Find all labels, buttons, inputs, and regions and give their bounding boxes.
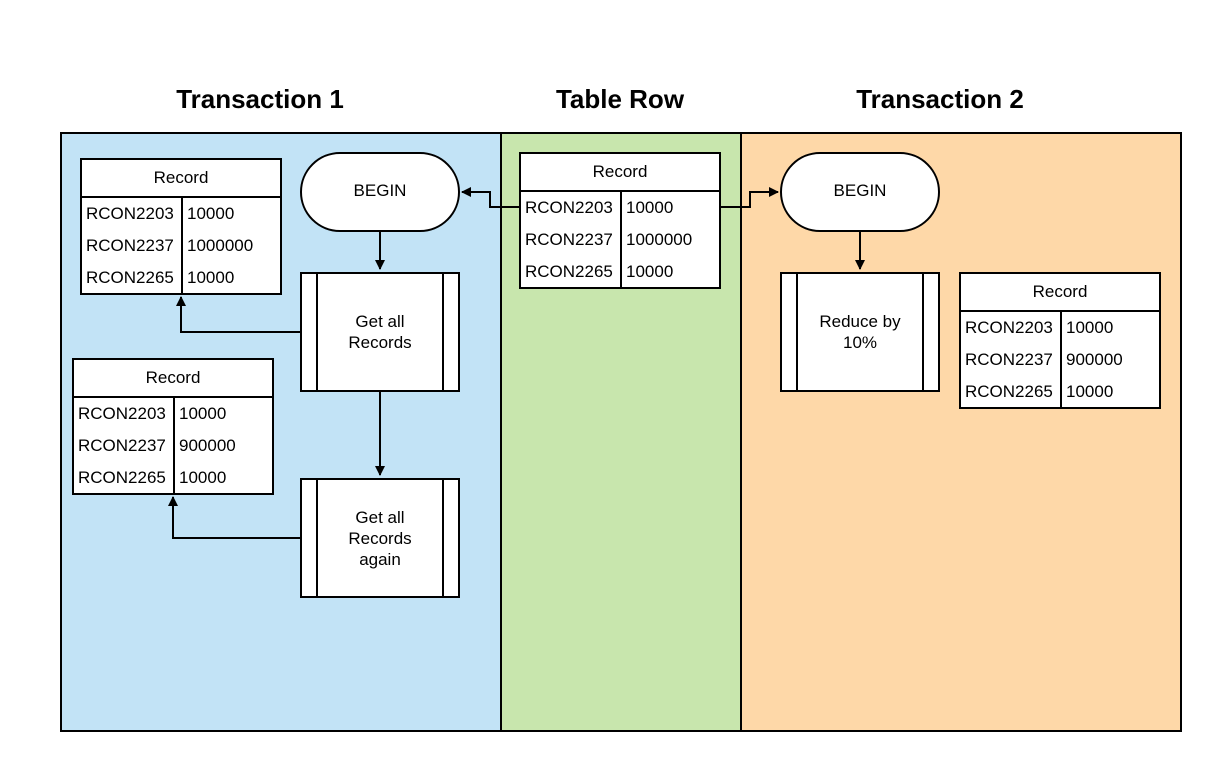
record-value: 10000 — [187, 268, 235, 287]
record-header: Record — [961, 274, 1159, 312]
t1-get-all-records-again-label: Get all Records again — [348, 507, 412, 569]
record-key: RCON2237 — [86, 236, 174, 255]
t1-get-all-records-again-node: Get all Records again — [300, 478, 460, 598]
record-row: RCON2237 1000000 — [521, 224, 719, 256]
record-table-row: Record RCON2203 10000 RCON2237 1000000 RCO… — [519, 152, 721, 289]
record-row: RCON2265 10000 — [961, 376, 1159, 408]
t2-begin-node: BEGIN — [780, 152, 940, 232]
record-row: RCON2203 10000 — [74, 398, 272, 430]
record-row: RCON2237 900000 — [74, 430, 272, 462]
record-key: RCON2265 — [965, 382, 1053, 401]
lane-title-transaction-2: Transaction 2 — [856, 84, 1024, 114]
record-value: 10000 — [1066, 382, 1114, 401]
record-key: RCON2237 — [78, 436, 166, 455]
record-key: RCON2203 — [86, 204, 174, 223]
t1-begin-node: BEGIN — [300, 152, 460, 232]
record-header: Record — [74, 360, 272, 398]
record-key: RCON2237 — [965, 350, 1053, 369]
record-value: 10000 — [179, 468, 227, 487]
record-row: RCON2237 900000 — [961, 344, 1159, 376]
t1-get-all-records-node: Get all Records — [300, 272, 460, 392]
connector-get-again-to-record — [168, 496, 300, 539]
record-table-t2: Record RCON2203 10000 RCON2237 900000 RCON… — [959, 272, 1161, 409]
connector-row-to-t2-begin — [720, 187, 779, 208]
record-row: RCON2203 10000 — [521, 192, 719, 224]
record-key: RCON2203 — [525, 198, 613, 217]
connector-get-all-to-record — [176, 296, 300, 333]
record-value: 10000 — [626, 262, 674, 281]
record-key: RCON2203 — [965, 318, 1053, 337]
record-key: RCON2265 — [525, 262, 613, 281]
record-header: Record — [82, 160, 280, 198]
record-row: RCON2203 10000 — [82, 198, 280, 230]
record-row: RCON2265 10000 — [521, 256, 719, 288]
record-value: 10000 — [179, 404, 227, 423]
record-value: 10000 — [187, 204, 235, 223]
record-key: RCON2265 — [86, 268, 174, 287]
record-row: RCON2265 10000 — [82, 262, 280, 294]
t2-reduce-node: Reduce by 10% — [780, 272, 940, 392]
record-value: 1000000 — [187, 236, 254, 255]
record-row: RCON2265 10000 — [74, 462, 272, 494]
record-value: 10000 — [626, 198, 674, 217]
t2-reduce-label: Reduce by 10% — [819, 312, 901, 352]
connector-row-to-t1-begin — [461, 187, 520, 208]
record-table-t1-first: Record RCON2203 10000 RCON2237 1000000 RCO… — [80, 158, 282, 295]
record-header: Record — [521, 154, 719, 192]
lane-title-transaction-1: Transaction 1 — [176, 84, 344, 114]
record-row: RCON2203 10000 — [961, 312, 1159, 344]
record-key: RCON2265 — [78, 468, 166, 487]
record-value: 900000 — [179, 436, 236, 455]
record-value: 10000 — [1066, 318, 1114, 337]
record-table-t1-second: Record RCON2203 10000 RCON2237 900000 RCON… — [72, 358, 274, 495]
lane-title-table-row: Table Row — [555, 84, 685, 114]
record-key: RCON2203 — [78, 404, 166, 423]
record-value: 1000000 — [626, 230, 693, 249]
record-row: RCON2237 1000000 — [82, 230, 280, 262]
lane-transaction-2 — [740, 132, 1182, 732]
record-value: 900000 — [1066, 350, 1123, 369]
record-key: RCON2237 — [525, 230, 613, 249]
t1-get-all-records-label: Get all Records — [348, 312, 412, 352]
